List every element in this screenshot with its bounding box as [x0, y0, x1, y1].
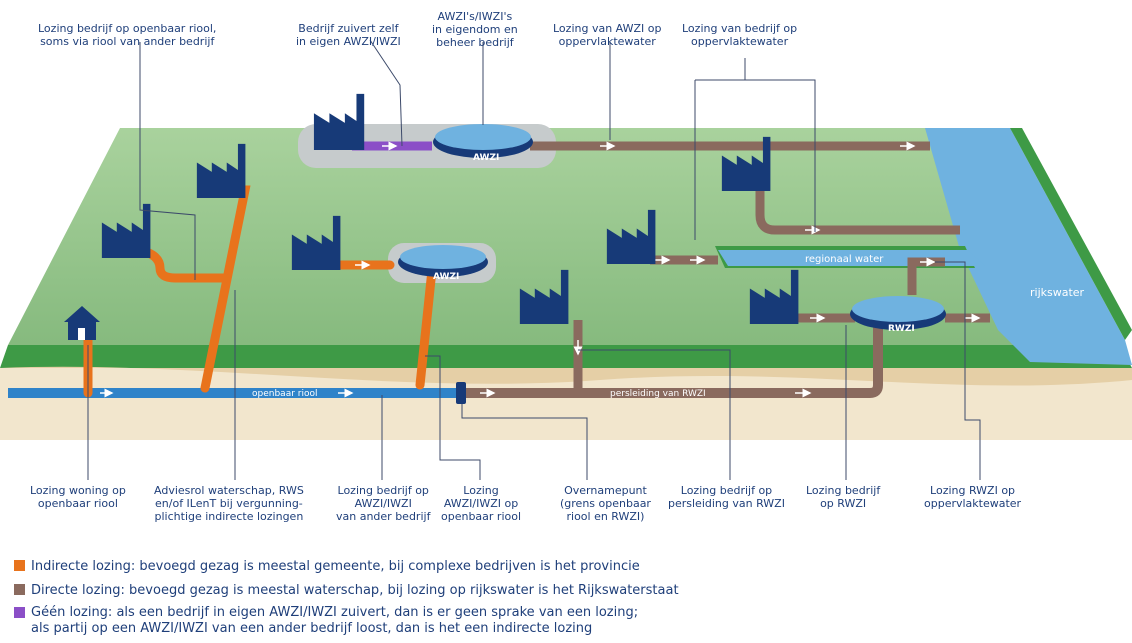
legend-swatch-orange: [14, 560, 25, 571]
regionaal-water-label: regionaal water: [805, 254, 884, 265]
legend-swatch-purple: [14, 607, 25, 618]
house-icon: [64, 306, 100, 340]
legend-indirect: Indirecte lozing: bevoegd gezag is meest…: [14, 559, 640, 575]
label-top-lozing-awzi: Lozing van AWZI op oppervlaktewater: [553, 22, 662, 48]
leader-lines: [87, 39, 981, 480]
persleiding-rwzi: persleiding van RWZI: [465, 325, 883, 399]
legend-direct-text: Directe lozing: bevoegd gezag is meestal…: [31, 583, 679, 598]
treatment-plant-icon: AWZI: [433, 124, 533, 163]
persleiding-label: persleiding van RWZI: [610, 389, 706, 399]
label-bottom-awzi-riool: Lozing AWZI/IWZI op openbaar riool: [441, 484, 522, 523]
label-top-zuivert-zelf: Bedrijf zuivert zelf in eigen AWZI/IWZI: [296, 22, 401, 48]
label-bottom-overnamepunt: Overnamepunt (grens openbaar riool en RW…: [560, 484, 651, 523]
label-top-awzi-eigendom: AWZI's/IWZI's in eigendom en beheer bedr…: [432, 10, 518, 49]
label-bottom-rwzi-oppervlakte: Lozing RWZI op oppervlaktewater: [924, 484, 1022, 510]
rijkswater: rijkswater: [925, 128, 1132, 365]
legend-swatch-brown: [14, 584, 25, 595]
label-bottom-op-rwzi: Lozing bedrijf op RWZI: [806, 484, 881, 510]
label-top-lozing-riool: Lozing bedrijf op openbaar riool, soms v…: [38, 22, 217, 48]
label-top-lozing-bedrijf: Lozing van bedrijf op oppervlaktewater: [682, 22, 798, 48]
svg-text:RWZI: RWZI: [888, 324, 915, 334]
svg-text:AWZI: AWZI: [433, 272, 459, 282]
openbaar-riool-label: openbaar riool: [252, 389, 317, 399]
legend-none: Géén lozing: als een bedrijf in eigen AW…: [14, 605, 638, 637]
rijkswater-label: rijkswater: [1030, 286, 1085, 299]
factory-icon: [313, 93, 365, 150]
openbaar-riool: openbaar riool: [8, 388, 458, 399]
legend-indirect-text: Indirecte lozing: bevoegd gezag is meest…: [31, 559, 640, 574]
overnamepunt-valve: [456, 382, 466, 404]
legend-none-text: Géén lozing: als een bedrijf in eigen AW…: [31, 605, 639, 636]
legend-direct: Directe lozing: bevoegd gezag is meestal…: [14, 583, 679, 599]
treatment-plant-icon: RWZI: [850, 296, 946, 334]
label-bottom-adviesrol: Adviesrol waterschap, RWS en/of ILenT bi…: [154, 484, 304, 523]
landscape: [0, 128, 1132, 440]
label-bottom-persleiding: Lozing bedrijf op persleiding van RWZI: [668, 484, 785, 510]
svg-text:AWZI: AWZI: [473, 153, 499, 163]
flow-arrows: [355, 141, 981, 356]
treatment-plant-icon: AWZI: [398, 245, 488, 282]
label-bottom-woning: Lozing woning op openbaar riool: [30, 484, 126, 510]
label-bottom-bedrijf-awzi: Lozing bedrijf op AWZI/IWZI van ander be…: [336, 484, 431, 523]
